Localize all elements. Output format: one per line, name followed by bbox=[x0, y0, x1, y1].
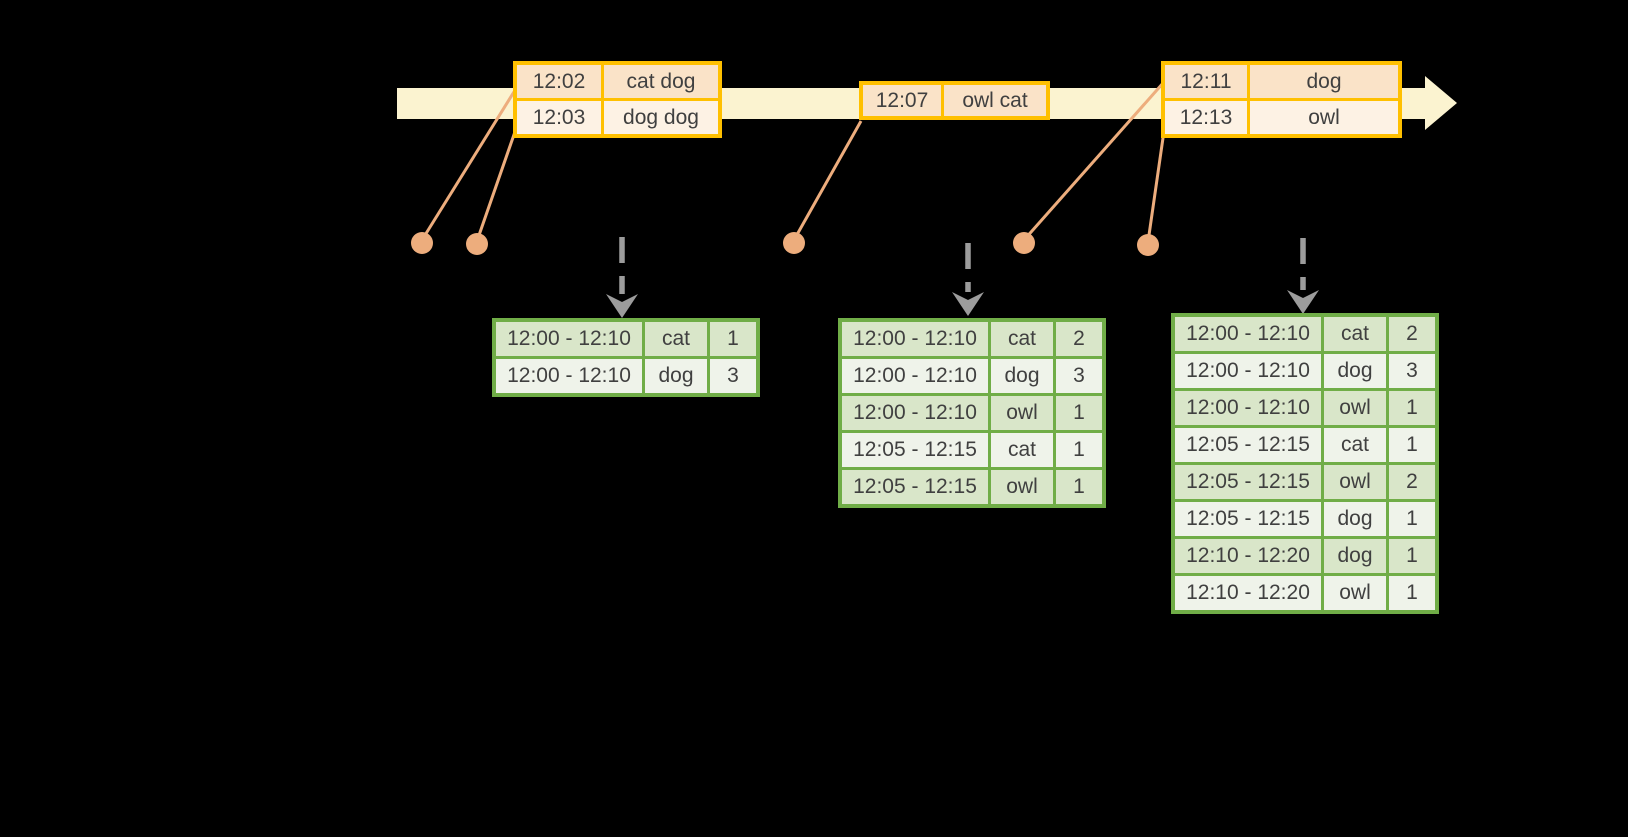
event-time-cell: 12:13 bbox=[1161, 98, 1250, 138]
window-cell: 12:00 - 12:10 bbox=[1171, 388, 1324, 428]
event-time-cell: 12:11 bbox=[1161, 61, 1250, 101]
count-cell: 1 bbox=[1386, 425, 1439, 465]
window-cell: 12:05 - 12:15 bbox=[838, 467, 991, 508]
word-cell: owl bbox=[988, 467, 1056, 508]
word-cell: dog bbox=[642, 356, 710, 397]
count-cell: 1 bbox=[1386, 536, 1439, 576]
event-marker-dot bbox=[783, 232, 805, 254]
event-words-cell: dog dog bbox=[601, 98, 722, 138]
word-cell: dog bbox=[1321, 499, 1389, 539]
word-cell: dog bbox=[988, 356, 1056, 396]
event-marker-dot bbox=[466, 233, 488, 255]
event-connector-line bbox=[792, 120, 863, 241]
window-cell: 12:00 - 12:10 bbox=[1171, 351, 1324, 391]
event-time-cell: 12:02 bbox=[513, 61, 604, 101]
window-cell: 12:00 - 12:10 bbox=[1171, 313, 1324, 354]
word-cell: owl bbox=[1321, 388, 1389, 428]
event-marker-dot bbox=[411, 232, 433, 254]
window-cell: 12:05 - 12:15 bbox=[1171, 462, 1324, 502]
word-cell: dog bbox=[1321, 351, 1389, 391]
trigger-down-arrow bbox=[1287, 238, 1319, 314]
window-cell: 12:00 - 12:10 bbox=[492, 318, 645, 359]
word-cell: owl bbox=[1321, 573, 1389, 614]
word-cell: owl bbox=[988, 393, 1056, 433]
count-cell: 1 bbox=[707, 318, 760, 359]
event-words-cell: owl bbox=[1247, 98, 1402, 138]
window-cell: 12:10 - 12:20 bbox=[1171, 573, 1324, 614]
count-cell: 3 bbox=[1386, 351, 1439, 391]
count-cell: 2 bbox=[1386, 313, 1439, 354]
event-connector-line bbox=[1146, 130, 1166, 243]
word-cell: cat bbox=[642, 318, 710, 359]
event-connector-line bbox=[1022, 81, 1166, 241]
count-cell: 3 bbox=[707, 356, 760, 397]
window-cell: 12:10 - 12:20 bbox=[1171, 536, 1324, 576]
event-connector-line bbox=[475, 125, 519, 242]
word-cell: owl bbox=[1321, 462, 1389, 502]
window-cell: 12:00 - 12:10 bbox=[838, 393, 991, 433]
word-cell: dog bbox=[1321, 536, 1389, 576]
trigger-down-arrow bbox=[952, 243, 984, 316]
count-cell: 3 bbox=[1053, 356, 1106, 396]
window-cell: 12:00 - 12:10 bbox=[838, 318, 991, 359]
window-cell: 12:05 - 12:15 bbox=[838, 430, 991, 470]
window-cell: 12:05 - 12:15 bbox=[1171, 499, 1324, 539]
event-words-cell: dog bbox=[1247, 61, 1402, 101]
event-words-cell: owl cat bbox=[941, 81, 1050, 120]
window-cell: 12:00 - 12:10 bbox=[838, 356, 991, 396]
event-time-cell: 12:07 bbox=[859, 81, 944, 120]
word-cell: cat bbox=[1321, 313, 1389, 354]
event-marker-dot bbox=[1137, 234, 1159, 256]
count-cell: 2 bbox=[1053, 318, 1106, 359]
count-cell: 2 bbox=[1386, 462, 1439, 502]
word-cell: cat bbox=[1321, 425, 1389, 465]
count-cell: 1 bbox=[1386, 388, 1439, 428]
trigger-down-arrow bbox=[606, 237, 638, 318]
event-connector-line bbox=[420, 86, 519, 241]
word-cell: cat bbox=[988, 430, 1056, 470]
count-cell: 1 bbox=[1053, 430, 1106, 470]
count-cell: 1 bbox=[1053, 393, 1106, 433]
count-cell: 1 bbox=[1386, 499, 1439, 539]
event-marker-dot bbox=[1013, 232, 1035, 254]
word-cell: cat bbox=[988, 318, 1056, 359]
count-cell: 1 bbox=[1386, 573, 1439, 614]
window-cell: 12:00 - 12:10 bbox=[492, 356, 645, 397]
event-words-cell: cat dog bbox=[601, 61, 722, 101]
event-time-cell: 12:03 bbox=[513, 98, 604, 138]
count-cell: 1 bbox=[1053, 467, 1106, 508]
window-cell: 12:05 - 12:15 bbox=[1171, 425, 1324, 465]
